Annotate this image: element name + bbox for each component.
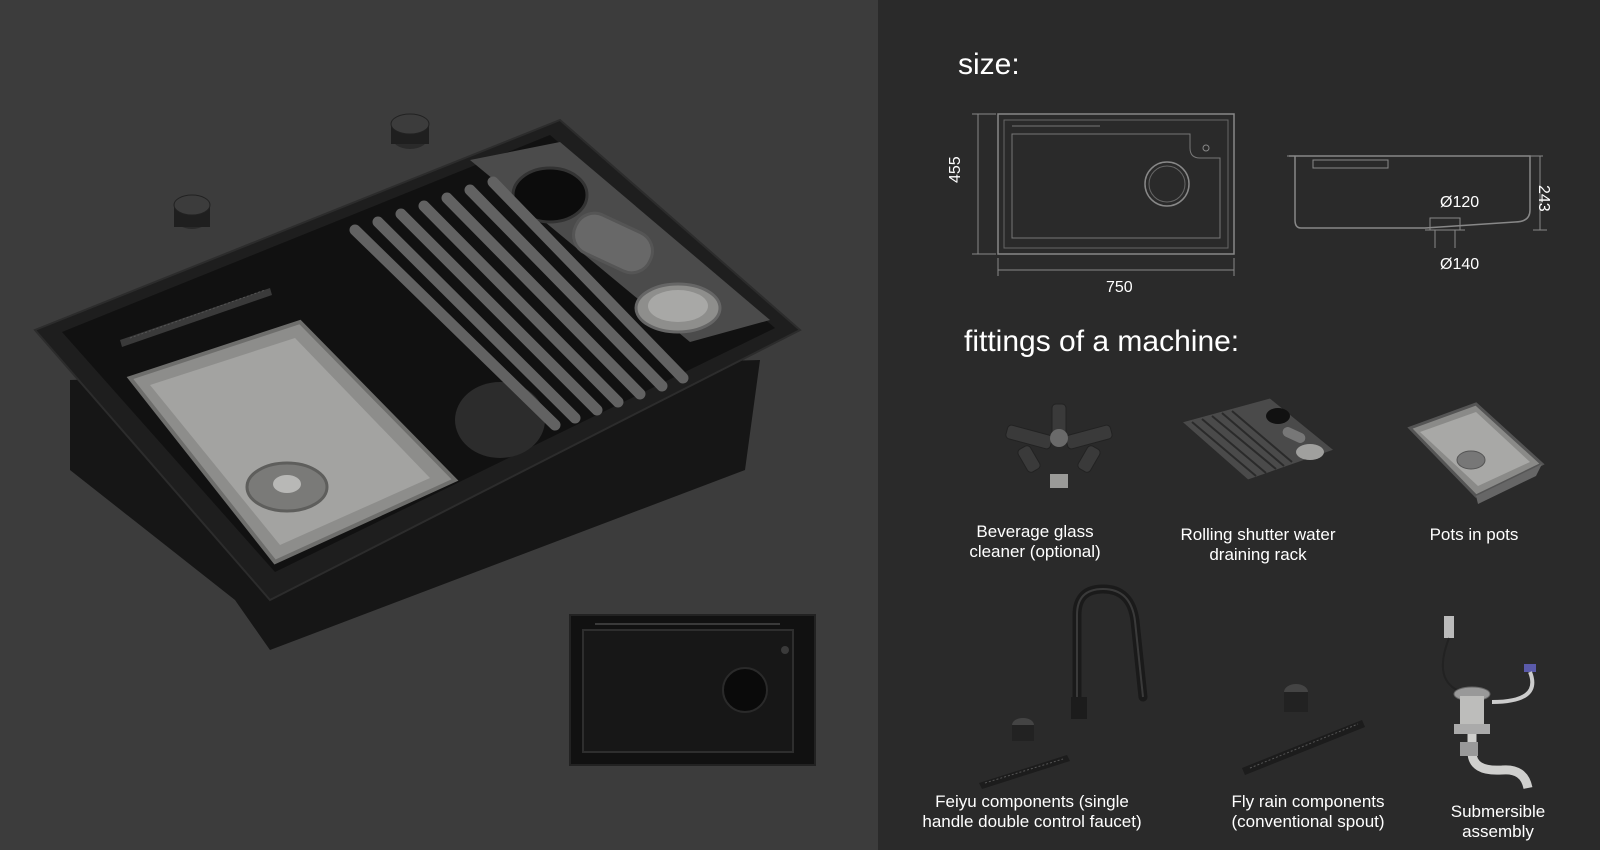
height-dimension: 455 (947, 156, 964, 183)
product-photo-panel (0, 0, 878, 850)
fittings-heading: fittings of a machine: (964, 325, 1240, 358)
fitting-1-caption: Beverage glass cleaner (optional) (969, 522, 1101, 561)
fitting-2-caption: Rolling shutter water draining rack (1180, 525, 1336, 564)
depth-dimension: 243 (1535, 185, 1552, 212)
glass-cleaner-icon (1005, 403, 1113, 488)
drain-rack-icon (1180, 397, 1336, 481)
sink-render-icon (33, 113, 816, 766)
fitting-3-caption: Pots in pots (1429, 525, 1519, 544)
fitting-5-caption: Fly rain components (conventional spout) (1231, 792, 1385, 831)
width-dimension: 750 (1106, 279, 1133, 296)
faucet-icon (979, 584, 1148, 789)
pot-icon (1407, 402, 1545, 504)
spout-icon (1242, 684, 1365, 775)
sink-top-view-drawing-icon (972, 113, 1235, 276)
fitting-6-caption: Submersible assembly (1450, 802, 1546, 841)
fitting-4-caption: Feiyu components (single handle double c… (922, 792, 1142, 831)
outlet-lower-dimension: Ø140 (1440, 256, 1480, 273)
size-heading: size: (958, 48, 1020, 81)
sink-side-view-drawing-icon (1287, 155, 1547, 248)
drain-assembly-icon (1441, 616, 1536, 790)
outlet-upper-dimension: Ø120 (1440, 194, 1480, 211)
